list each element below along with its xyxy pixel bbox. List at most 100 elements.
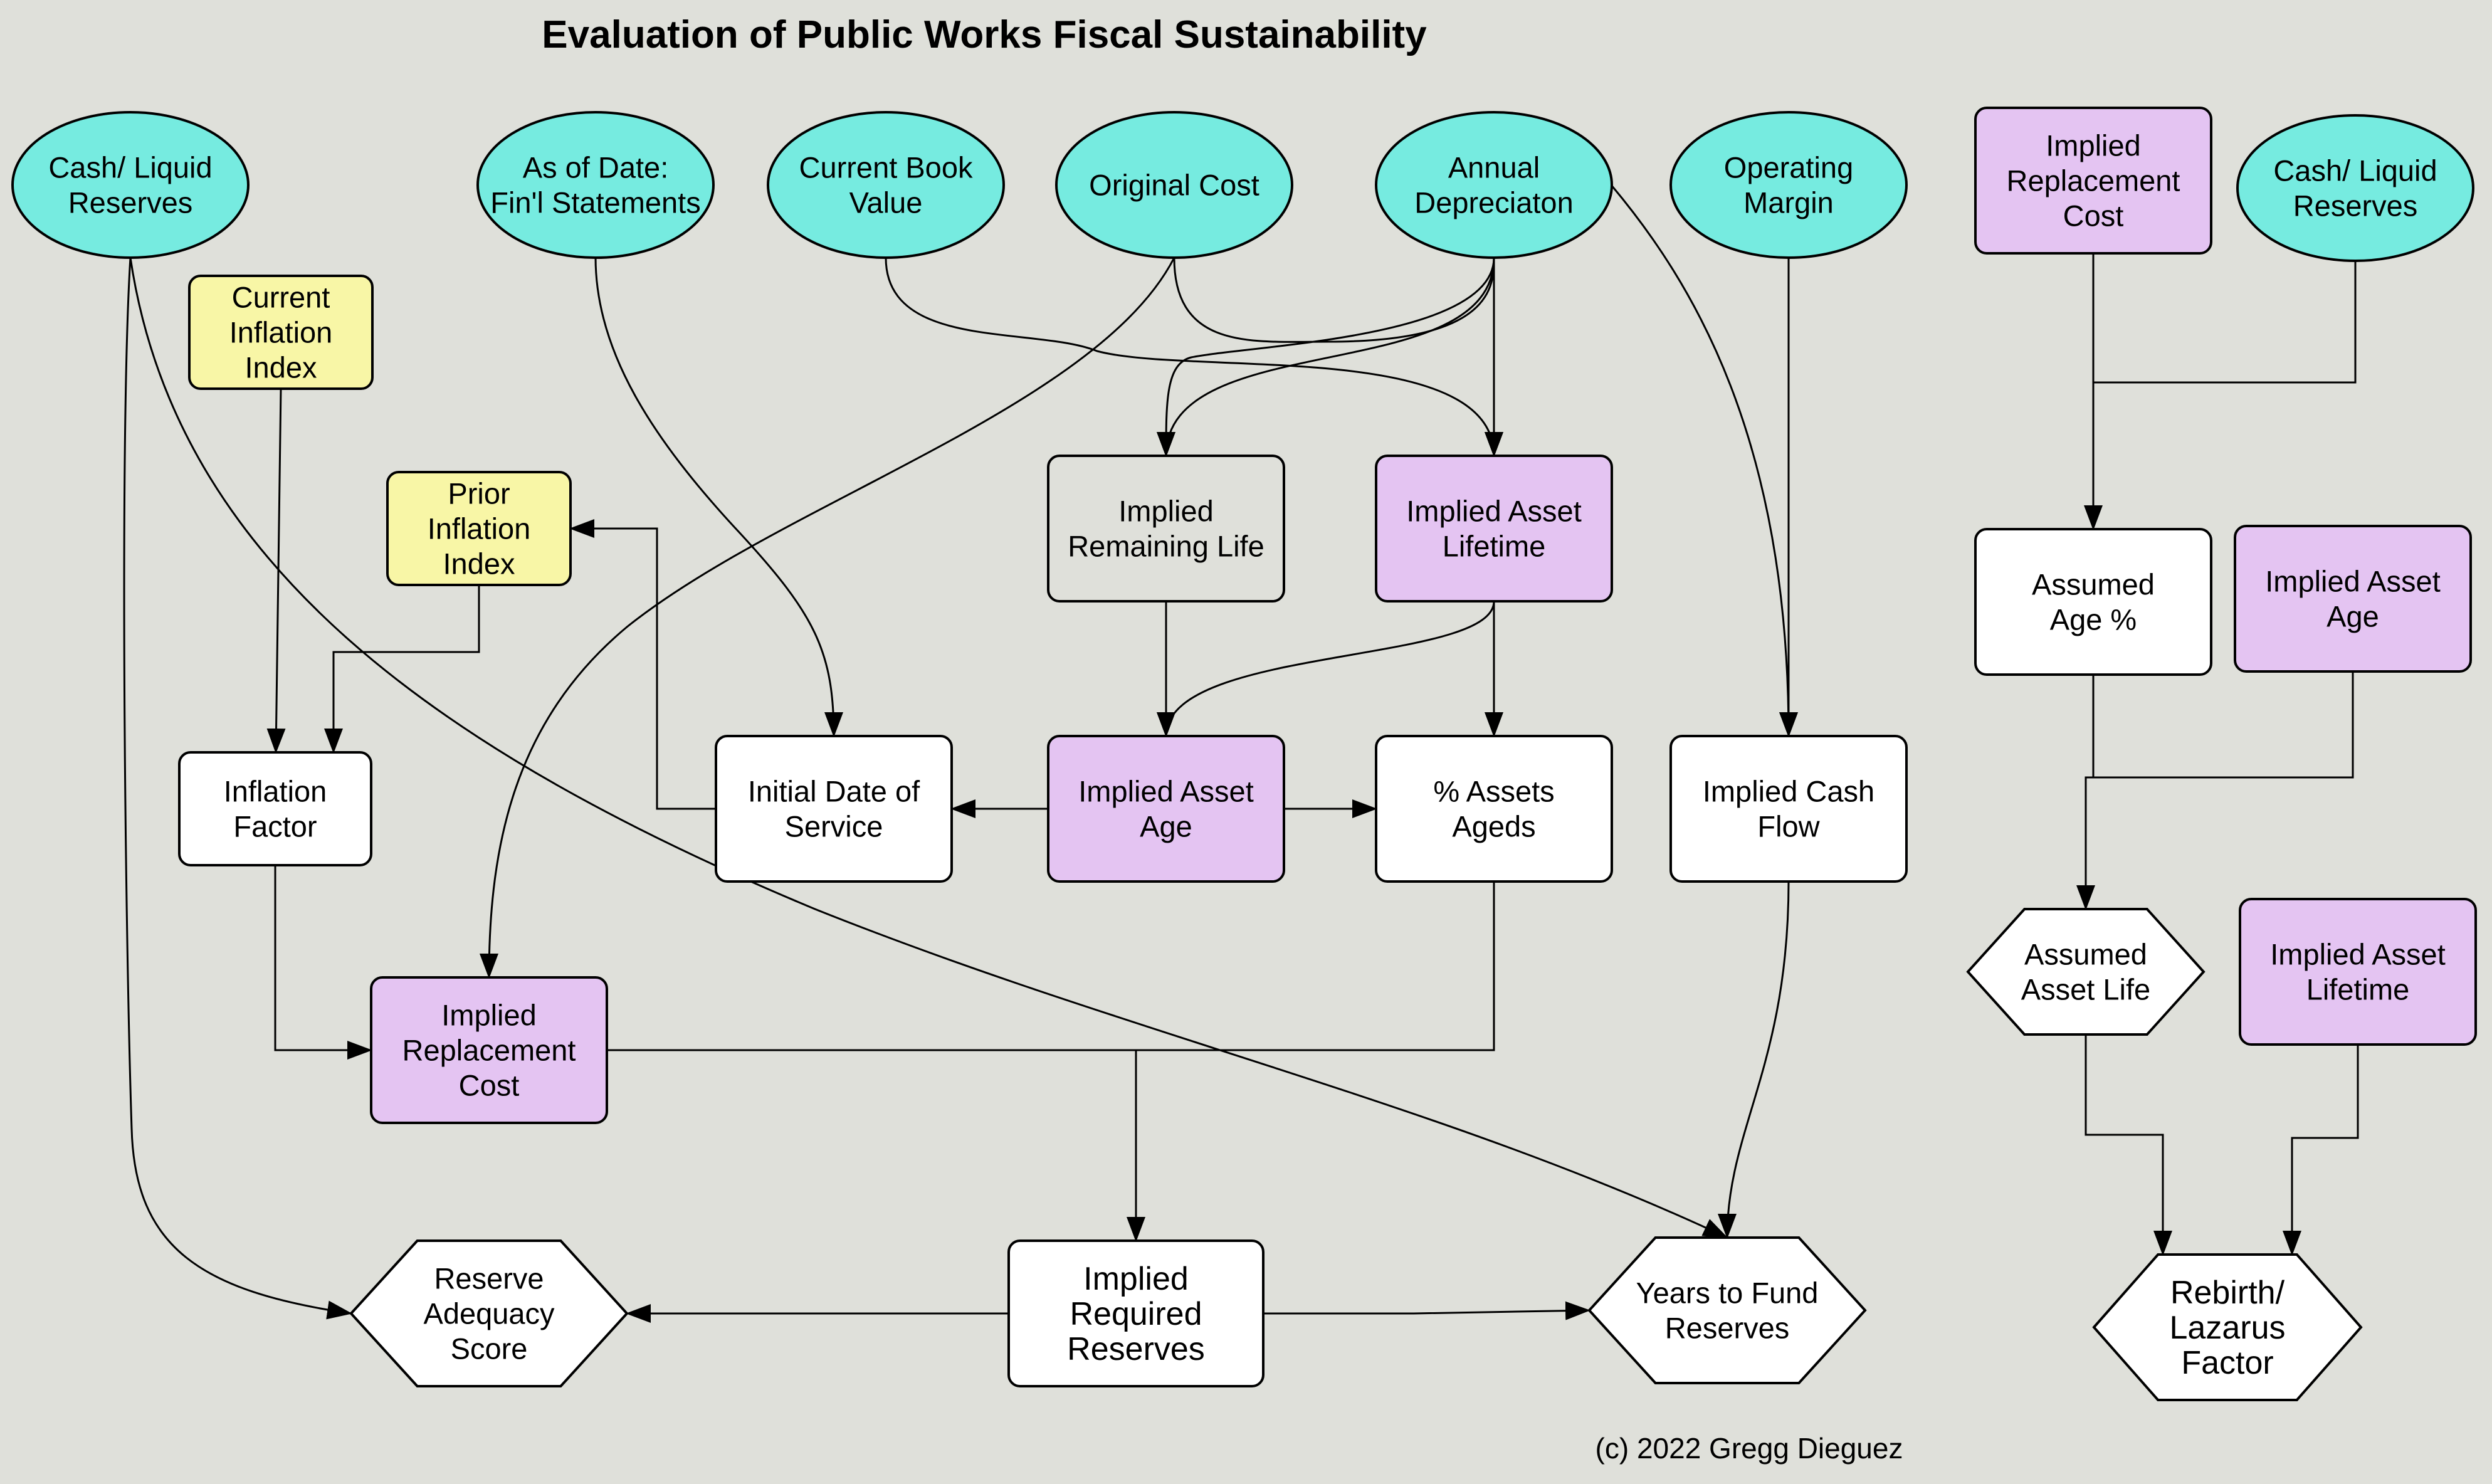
- node-label-side-cash-liquid-reserves: Reserves: [2293, 189, 2418, 222]
- node-label-inflation-factor: Factor: [233, 809, 317, 843]
- node-label-pct-assets-aged: Ageds: [1452, 809, 1535, 843]
- node-label-assumed-asset-life: Assumed: [2024, 937, 2147, 971]
- node-label-implied-required-reserves: Required: [1070, 1296, 1202, 1332]
- node-label-assumed-age-pct: Assumed: [2032, 567, 2155, 601]
- node-shape-reserve-adequacy-score: [349, 1239, 629, 1387]
- node-shape-prior-inflation-index: [386, 471, 572, 586]
- edge-pct-assets-aged-to-implied-required-reserves: [1136, 881, 1495, 1051]
- node-label-reserve-adequacy-score: Reserve: [434, 1261, 544, 1295]
- edge-implied-replacement-cost-to-implied-required-reserves: [607, 1049, 1145, 1242]
- node-shape-implied-remaining-life: [1047, 455, 1285, 603]
- node-shape-cash-liquid-reserves: [11, 111, 250, 259]
- copyright-text: (c) 2022 Gregg Dieguez: [1596, 1432, 1903, 1465]
- edge-cash-liquid-reserves-to-reserve-adequacy-score: [123, 257, 352, 1320]
- edge-current-inflation-index-to-inflation-factor: [266, 388, 286, 754]
- node-label-current-inflation-index: Index: [245, 350, 317, 384]
- node-label-operating-margin: Margin: [1743, 186, 1834, 219]
- node-label-years-to-fund-reserves: Reserves: [1665, 1311, 1790, 1344]
- edge-implied-required-reserves-to-years-to-fund-reserves: [1263, 1301, 1590, 1320]
- node-label-implied-asset-age: Age: [1140, 809, 1192, 843]
- node-label-side-implied-replacement-cost: Implied: [2046, 129, 2141, 162]
- node-label-side-implied-asset-age: Implied Asset: [2265, 564, 2441, 597]
- node-label-initial-date-of-service: Initial Date of: [748, 774, 920, 808]
- node-shape-years-to-fund-reserves: [1587, 1236, 1867, 1384]
- node-label-cash-liquid-reserves: Reserves: [68, 186, 193, 219]
- node-shape-assumed-asset-life: [1966, 908, 2205, 1036]
- node-shape-as-of-date: [476, 111, 715, 259]
- node-label-assumed-asset-life: Asset Life: [2021, 972, 2150, 1006]
- node-shape-rebirth-lazarus-factor: [2092, 1253, 2363, 1401]
- node-label-prior-inflation-index: Inflation: [428, 512, 531, 545]
- edge-current-book-value-to-implied-asset-lifetime: [885, 257, 1503, 457]
- node-shape-operating-margin: [1669, 111, 1908, 259]
- edge-side-implied-asset-age-to-assumed-asset-life: [2086, 671, 2354, 779]
- node-shape-side-implied-replacement-cost: [1974, 107, 2212, 255]
- node-label-as-of-date: Fin'l Statements: [490, 186, 701, 219]
- node-label-prior-inflation-index: Prior: [448, 476, 510, 510]
- node-label-implied-asset-lifetime: Implied Asset: [1406, 494, 1582, 527]
- node-shape-side-implied-asset-lifetime: [2239, 898, 2477, 1046]
- node-label-implied-cash-flow: Flow: [1757, 809, 1820, 843]
- edge-assumed-age-pct-to-assumed-asset-life: [2076, 675, 2095, 910]
- node-label-implied-remaining-life: Remaining Life: [1068, 529, 1264, 562]
- node-label-rebirth-lazarus-factor: Rebirth/: [2170, 1275, 2285, 1311]
- edge-annual-depreciation-to-implied-remaining-life: [1157, 257, 1495, 457]
- node-shape-current-book-value: [767, 111, 1005, 259]
- edge-inflation-factor-to-implied-replacement-cost: [274, 865, 372, 1060]
- node-label-current-book-value: Value: [849, 186, 923, 219]
- node-label-annual-depreciation: Depreciaton: [1414, 186, 1573, 219]
- node-shape-initial-date-of-service: [715, 735, 953, 883]
- node-label-assumed-age-pct: Age %: [2050, 603, 2137, 636]
- diagram-title: Evaluation of Public Works Fiscal Sustai…: [542, 13, 1427, 56]
- node-label-implied-replacement-cost: Cost: [459, 1068, 520, 1102]
- node-label-implied-required-reserves: Implied: [1083, 1261, 1189, 1297]
- node-shape-pct-assets-aged: [1375, 735, 1613, 883]
- node-label-implied-cash-flow: Implied Cash: [1703, 774, 1874, 808]
- node-label-current-book-value: Current Book: [799, 150, 973, 184]
- node-label-implied-remaining-life: Implied: [1118, 494, 1214, 527]
- node-label-pct-assets-aged: % Assets: [1433, 774, 1554, 808]
- edge-annual-depreciation-to-implied-cash-flow: [1610, 184, 1798, 737]
- node-label-rebirth-lazarus-factor: Factor: [2181, 1345, 2273, 1381]
- node-label-inflation-factor: Inflation: [224, 774, 327, 808]
- node-label-implied-replacement-cost: Replacement: [402, 1033, 576, 1066]
- node-shape-implied-required-reserves: [1007, 1239, 1264, 1387]
- node-label-side-cash-liquid-reserves: Cash/ Liquid: [2273, 154, 2437, 187]
- node-label-reserve-adequacy-score: Score: [451, 1332, 528, 1365]
- node-original-cost: Original Cost: [1055, 111, 1293, 259]
- node-shape-side-cash-liquid-reserves: [2236, 114, 2474, 262]
- node-label-side-implied-replacement-cost: Cost: [2063, 199, 2124, 232]
- node-label-annual-depreciation: Annual: [1448, 150, 1540, 184]
- node-label-as-of-date: As of Date:: [523, 150, 669, 184]
- edge-original-cost-to-implied-remaining-life: [1166, 257, 1495, 456]
- node-shape-current-inflation-index: [188, 275, 374, 390]
- edge-side-cash-liquid-reserves-to-assumed-age-pct: [2093, 261, 2357, 384]
- node-label-current-inflation-index: Current: [232, 280, 330, 313]
- edge-assumed-asset-life-to-rebirth-lazarus-factor: [2085, 1034, 2172, 1256]
- node-label-rebirth-lazarus-factor: Lazarus: [2170, 1310, 2286, 1346]
- edge-original-cost-to-implied-replacement-cost: [480, 257, 1175, 979]
- edge-layer: [123, 184, 2359, 1323]
- edge-cash-liquid-reserves-to-years-to-fund-reserves: [129, 257, 1728, 1239]
- node-shape-assumed-age-pct: [1974, 528, 2212, 676]
